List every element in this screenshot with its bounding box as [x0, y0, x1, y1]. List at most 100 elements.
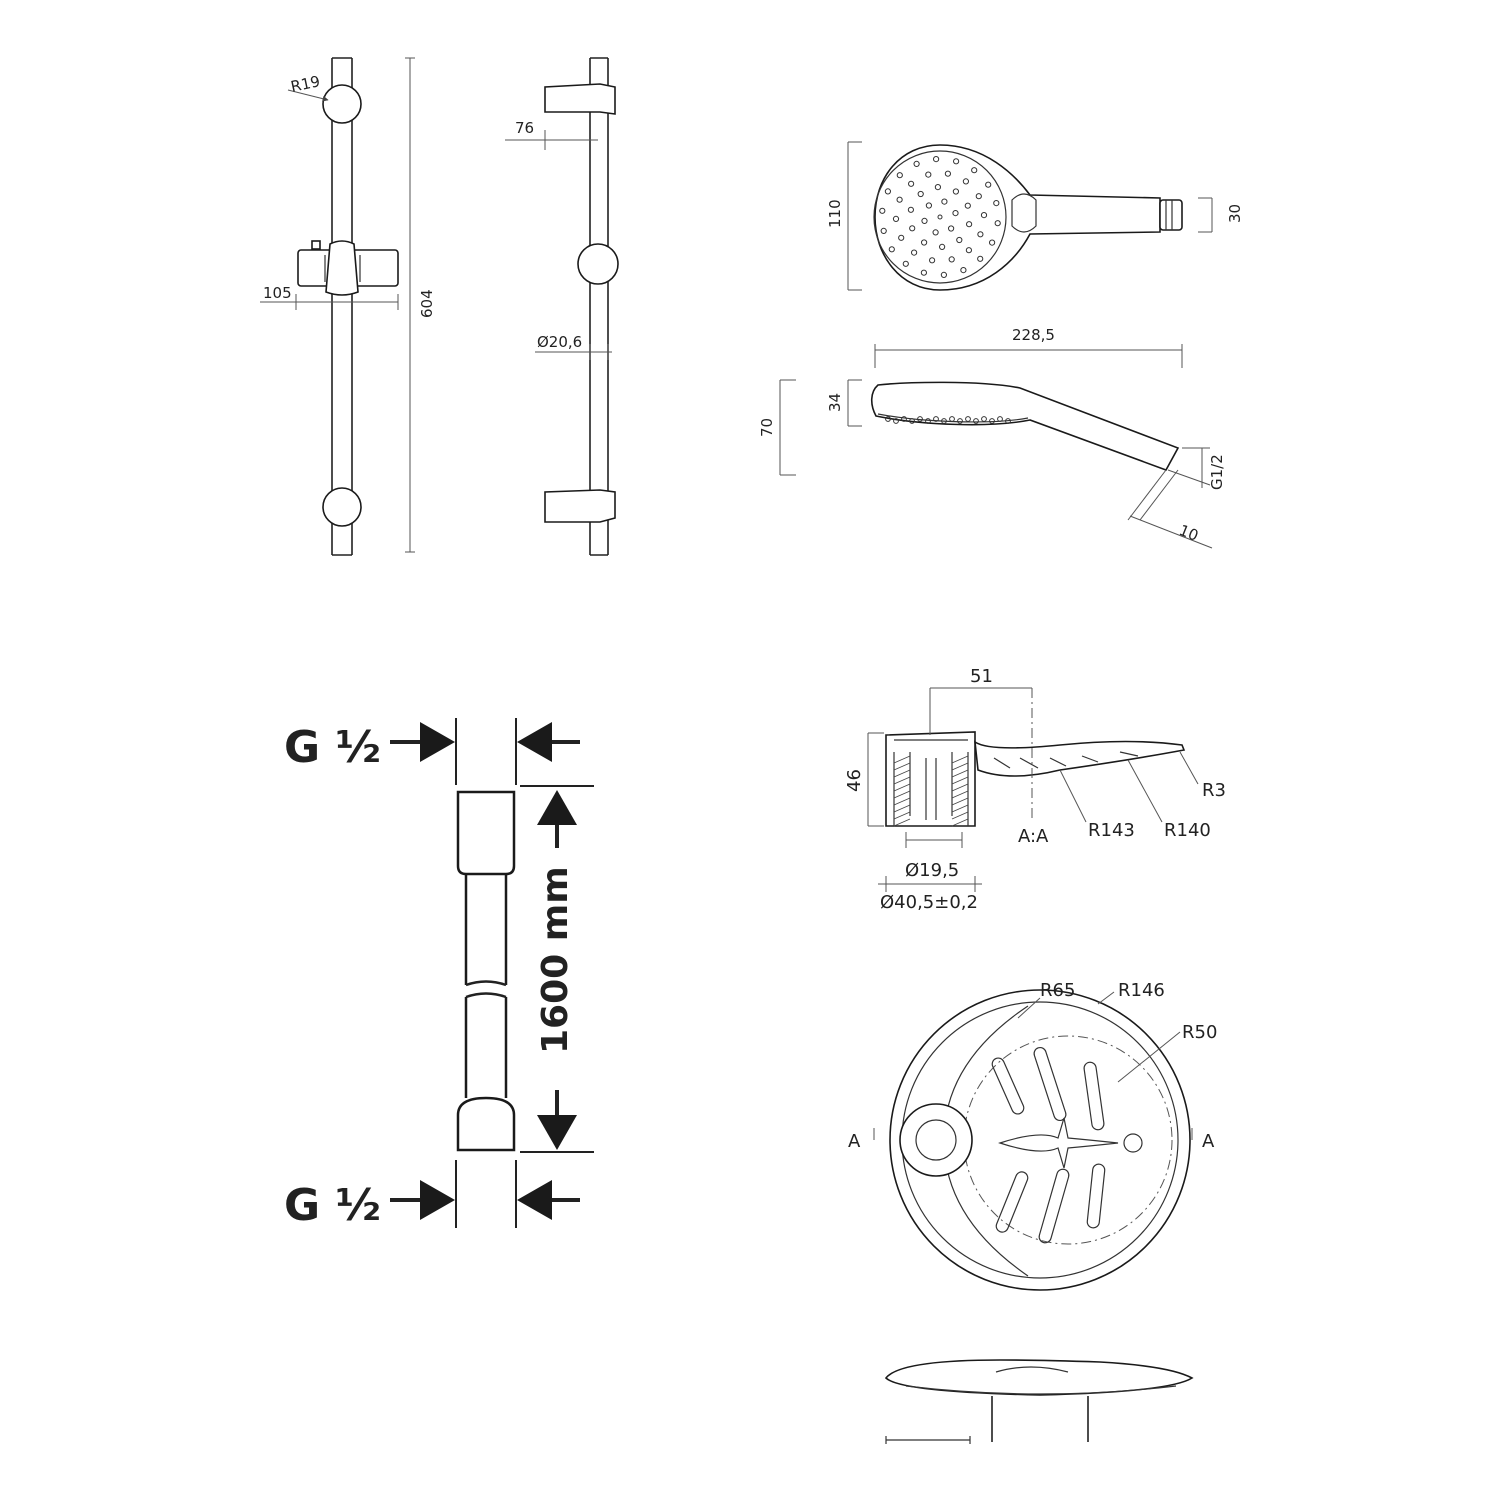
nozzle-icon	[944, 170, 952, 177]
hatch-line	[951, 762, 969, 771]
hatch-line	[951, 769, 969, 778]
nozzle-icon	[941, 198, 948, 205]
hand-shower-side-view: 228,5 34 70 G1/2 10	[758, 326, 1226, 549]
hose-tube-lower	[464, 997, 508, 1098]
nozzle-icon	[921, 217, 928, 224]
hatch-line	[951, 811, 969, 820]
nozzle-icon	[948, 256, 955, 263]
nozzle-icon	[911, 249, 918, 256]
nozzle-icon	[964, 202, 971, 209]
hatch-line	[893, 776, 911, 785]
hose-top-nut	[456, 790, 516, 876]
nozzle-icon	[920, 269, 928, 276]
hand-shower-head-height-label: 110	[826, 199, 844, 228]
hatch-line	[893, 790, 911, 799]
hand-shower-thread-length-label: 10	[1177, 521, 1201, 545]
soap-dish-section-mark-left: A	[848, 1131, 861, 1152]
rail-slider	[297, 240, 399, 296]
nozzle-icon	[989, 239, 996, 246]
soap-dish-top-view: R65 R146 R50 A A	[848, 980, 1217, 1291]
hatch-line	[951, 776, 969, 785]
soap-dish-radius-65-label: R65	[1040, 980, 1075, 1001]
nozzle-icon	[932, 229, 939, 236]
hose-bottom-nut	[456, 1096, 516, 1152]
rail-tube-diameter-label: Ø20,6	[537, 333, 582, 351]
nozzle-icon	[939, 243, 946, 250]
side-nozzle-icon	[909, 418, 915, 424]
side-nozzle-icon	[997, 416, 1003, 422]
hose-length-down-arrow	[537, 1115, 577, 1150]
hose-top-left-arrow	[420, 722, 455, 762]
side-nozzle-icon	[981, 416, 987, 422]
nozzle-icon	[933, 156, 940, 163]
soap-dish-inner-diameter-label: Ø19,5	[905, 860, 959, 881]
side-nozzle-icon	[949, 416, 955, 422]
nozzle-icon	[921, 239, 928, 246]
nozzle-icon	[993, 200, 1000, 207]
hose-diagram: G ½ G ½ 1600 mm	[284, 718, 594, 1231]
rail-top-bracket	[544, 83, 616, 115]
nozzle-icon	[980, 212, 988, 219]
nozzle-icon	[892, 215, 900, 222]
hose-top-right-arrow	[517, 722, 552, 762]
nozzle-icon	[937, 214, 943, 220]
hatch-line	[951, 755, 969, 764]
soap-dish-section-mark-right: A	[1202, 1131, 1215, 1152]
rail-ball-radius-label: R19	[289, 72, 322, 96]
nozzle-icon	[925, 171, 932, 178]
nozzle-icon	[948, 225, 955, 232]
nozzle-icon	[925, 202, 933, 209]
nozzle-icon	[913, 160, 920, 167]
side-nozzles	[885, 416, 1011, 424]
hand-shower-front-view: 110 30	[826, 141, 1244, 291]
side-nozzle-icon	[925, 418, 931, 424]
hose-tube-upper	[464, 874, 508, 985]
hatch-line	[951, 797, 969, 806]
soap-dish-outer-diameter-label: Ø40,5±0,2	[880, 892, 978, 913]
hand-shower-side-height-label: 70	[758, 418, 776, 437]
nozzle-icon	[896, 196, 903, 203]
nozzle-icon	[971, 167, 978, 174]
nozzle-icon	[940, 271, 948, 278]
nozzle-icon	[956, 236, 963, 244]
nozzle-icon	[966, 221, 973, 228]
soap-dish-height-label: 46	[844, 769, 865, 792]
nozzle-icon	[994, 220, 1001, 227]
soap-dish-offset-label: 51	[970, 666, 993, 687]
nozzle-icon	[960, 267, 967, 274]
nozzle-icon	[907, 206, 915, 213]
nozzle-icon	[888, 246, 895, 253]
hose-bottom-right-arrow	[517, 1180, 552, 1220]
hatch-line	[893, 783, 911, 792]
rail-side-slider	[577, 243, 619, 285]
hatch-line	[951, 804, 969, 813]
hand-shower-connector-height-label: 30	[1226, 204, 1244, 223]
nozzle-icon	[934, 184, 942, 191]
side-nozzle-icon	[901, 416, 907, 422]
hatch-line	[951, 790, 969, 799]
nozzle-icon	[908, 180, 915, 187]
nozzle-icon	[902, 260, 909, 267]
spray-nozzles	[879, 156, 1001, 278]
rail-front-view: R19 105 604	[260, 57, 436, 556]
nozzle-icon	[909, 225, 916, 232]
side-nozzle-icon	[917, 416, 923, 422]
side-nozzle-icon	[893, 418, 899, 424]
hand-shower-thread-label: G1/2	[1208, 454, 1226, 490]
soap-dish-radius-146-label: R146	[1118, 980, 1165, 1001]
nozzle-icon	[917, 190, 924, 198]
hose-thread-top-label: G ½	[284, 722, 381, 773]
soap-dish-mount-ring	[899, 1103, 973, 1177]
rail-bottom-ball	[322, 487, 362, 527]
nozzle-icon	[962, 178, 970, 185]
hand-shower-thickness-label: 34	[826, 393, 844, 412]
nozzle-icon	[880, 227, 887, 234]
side-nozzle-icon	[885, 416, 891, 422]
nozzle-icon	[929, 257, 936, 264]
nozzle-icon	[953, 158, 960, 165]
soap-dish-section-view: 51 46 A:A R3 R143 R140 Ø19,5 Ø40,5±0,2	[844, 666, 1226, 913]
side-nozzle-icon	[1005, 418, 1011, 424]
hatch-line	[951, 818, 969, 827]
rail-bracket-projection-label: 76	[515, 119, 534, 137]
